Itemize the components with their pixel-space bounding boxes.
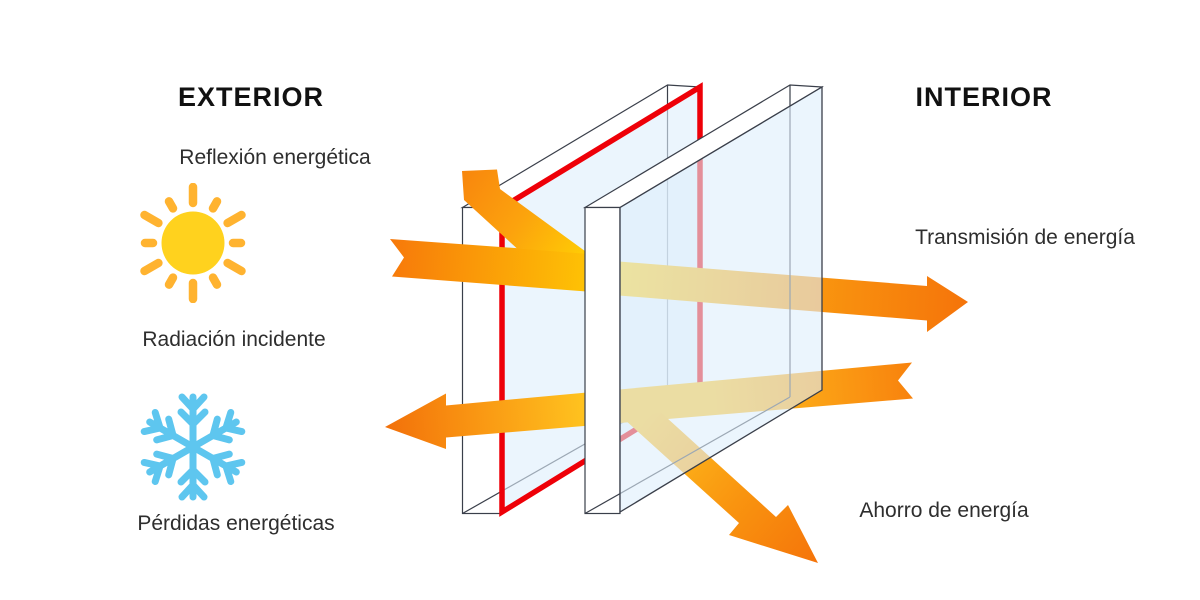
incident-radiation-label: Radiación incidente [142, 328, 326, 351]
sun-icon [140, 183, 246, 303]
energy-transmission-label: Transmisión de energía [915, 226, 1135, 249]
pane-edge-strip [584, 206, 621, 515]
snowflake-arms [140, 393, 246, 501]
energy-savings-label: Ahorro de energía [859, 499, 1029, 522]
sun-core [161, 211, 225, 275]
interior-pane [582, 84, 824, 515]
exterior-heading: EXTERIOR [177, 82, 325, 112]
reflection-arrow [462, 169, 589, 254]
reflection-label: Reflexión energética [179, 146, 371, 169]
incident-radiation-arrow [390, 239, 619, 294]
pane-glass [619, 85, 823, 514]
interior-heading: INTERIOR [915, 82, 1053, 112]
energy-losses-label: Pérdidas energéticas [137, 512, 335, 535]
sun-rays [140, 183, 246, 303]
snowflake-icon [140, 393, 246, 501]
